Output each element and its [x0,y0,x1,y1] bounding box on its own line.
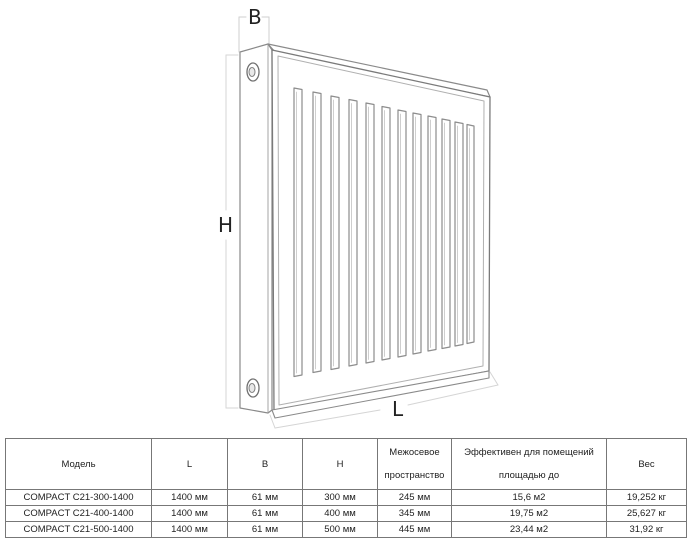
cell-model: COMPACT C21-400-1400 [5,505,152,522]
header-height: H [302,438,378,490]
radiator-drawing: B H L [218,5,499,429]
dimension-label-l: L [392,397,404,421]
table-row: COMPACT C21-400-1400 1400 мм 61 мм 400 м… [5,505,687,522]
table-row: COMPACT C21-500-1400 1400 мм 61 мм 500 м… [5,521,687,538]
cell-length: 1400 мм [151,505,228,522]
header-effective-area-line2: площадью до [498,470,560,481]
cell-axis-spacing: 345 мм [377,505,452,522]
cell-width: 61 мм [227,505,303,522]
cell-height: 300 мм [302,489,378,506]
header-weight: Вес [606,438,687,490]
cell-effective-area: 23,44 м2 [451,521,607,538]
cell-axis-spacing: 445 мм [377,521,452,538]
cell-weight: 19,252 кг [606,489,687,506]
cell-model: COMPACT C21-500-1400 [5,521,152,538]
dimension-label-h: H [218,213,234,237]
cell-weight: 25,627 кг [606,505,687,522]
cell-effective-area: 15,6 м2 [451,489,607,506]
header-axis-spacing: Межосевое пространство [377,438,452,490]
cell-height: 400 мм [302,505,378,522]
cell-length: 1400 мм [151,489,228,506]
cell-height: 500 мм [302,521,378,538]
header-axis-spacing-line1: Межосевое [389,447,440,458]
header-effective-area: Эффективен для помещений площадью до [451,438,607,490]
header-length: L [151,438,228,490]
table-header-row: Модель L B H Межосевое пространство Эффе… [5,438,687,490]
specifications-table: Модель L B H Межосевое пространство Эффе… [5,438,687,538]
cell-axis-spacing: 245 мм [377,489,452,506]
header-effective-area-line1: Эффективен для помещений [464,447,594,458]
cell-length: 1400 мм [151,521,228,538]
radiator-illustration [225,16,499,429]
dimension-label-b: B [248,5,262,29]
cell-width: 61 мм [227,489,303,506]
header-width: B [227,438,303,490]
table-row: COMPACT C21-300-1400 1400 мм 61 мм 300 м… [5,489,687,506]
cell-effective-area: 19,75 м2 [451,505,607,522]
header-axis-spacing-line2: пространство [384,470,445,481]
cell-weight: 31,92 кг [606,521,687,538]
header-model: Модель [5,438,152,490]
cell-model: COMPACT C21-300-1400 [5,489,152,506]
cell-width: 61 мм [227,521,303,538]
